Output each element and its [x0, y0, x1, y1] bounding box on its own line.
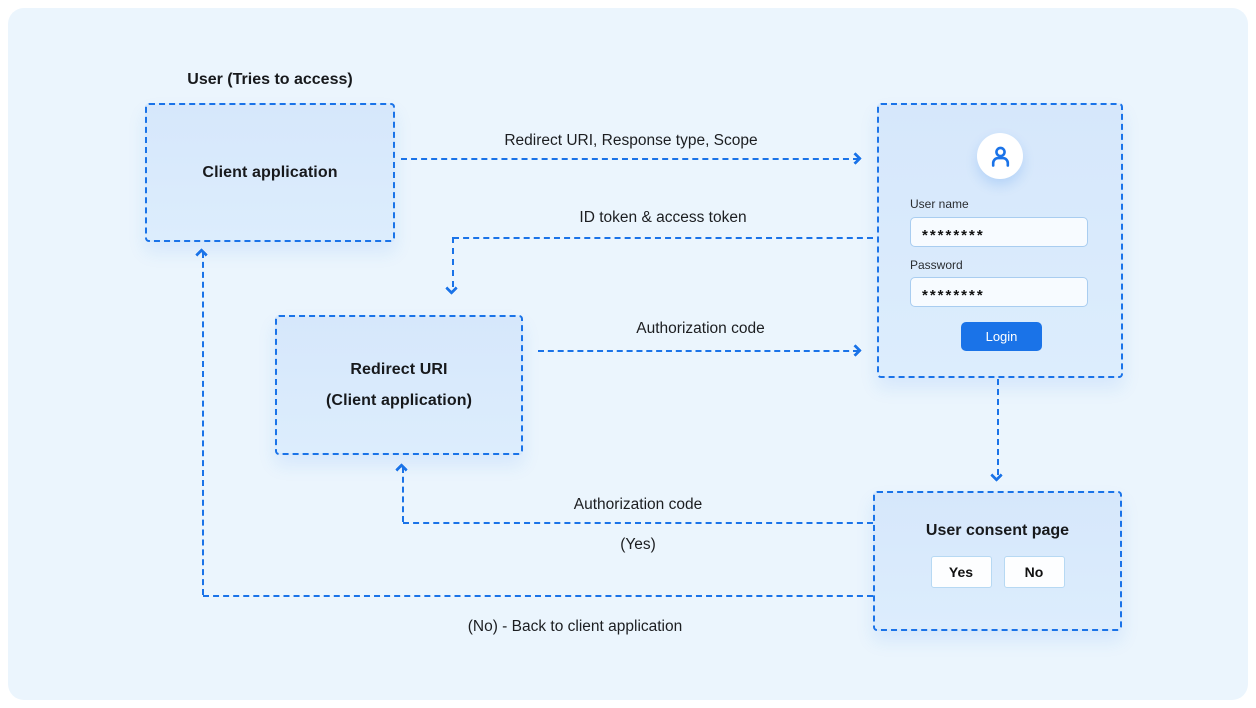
redirect-uri-sublabel: (Client application)	[326, 391, 472, 409]
password-input[interactable]	[910, 277, 1088, 307]
redirect-uri-box: Redirect URI (Client application)	[275, 315, 523, 455]
arrow-client-to-login	[401, 158, 859, 160]
redirect-uri-label: Redirect URI	[350, 360, 448, 378]
yes-button[interactable]: Yes	[930, 556, 992, 588]
arrow-consent-to-redirect-vertical	[402, 467, 404, 522]
arrow-consent-to-redirect-horizontal	[403, 522, 873, 524]
yes-path-label: (Yes)	[620, 536, 656, 553]
redirect-uri-response-type-scope-label: Redirect URI, Response type, Scope	[504, 132, 758, 149]
avatar	[977, 133, 1023, 179]
client-application-box: Client application	[145, 103, 395, 242]
arrow-login-to-consent	[997, 379, 999, 475]
no-button[interactable]: No	[1003, 556, 1065, 588]
arrow-consent-to-client-vertical	[202, 252, 204, 595]
authorization-code-label: Authorization code	[636, 320, 765, 337]
username-input[interactable]	[910, 217, 1088, 247]
user-tries-to-access-label: User (Tries to access)	[187, 71, 353, 88]
arrow-login-to-redirect-horizontal	[453, 237, 873, 239]
user-consent-label: User consent page	[925, 522, 1070, 539]
arrow-redirect-to-login	[538, 350, 859, 352]
authorization-code-yes-label: Authorization code	[573, 496, 703, 513]
login-button[interactable]: Login	[961, 322, 1042, 351]
password-label: Password	[910, 258, 963, 272]
arrow-login-to-redirect-vertical	[452, 237, 454, 287]
no-back-to-client-label: (No) - Back to client application	[467, 618, 683, 635]
id-token-access-token-label: ID token & access token	[579, 209, 747, 226]
user-icon	[991, 146, 1009, 167]
client-application-label: Client application	[202, 163, 338, 181]
user-consent-box: User consent page Yes No	[873, 491, 1122, 631]
username-label: User name	[910, 197, 969, 211]
arrow-consent-to-client-horizontal	[203, 595, 873, 597]
consent-buttons: Yes No	[930, 556, 1065, 588]
